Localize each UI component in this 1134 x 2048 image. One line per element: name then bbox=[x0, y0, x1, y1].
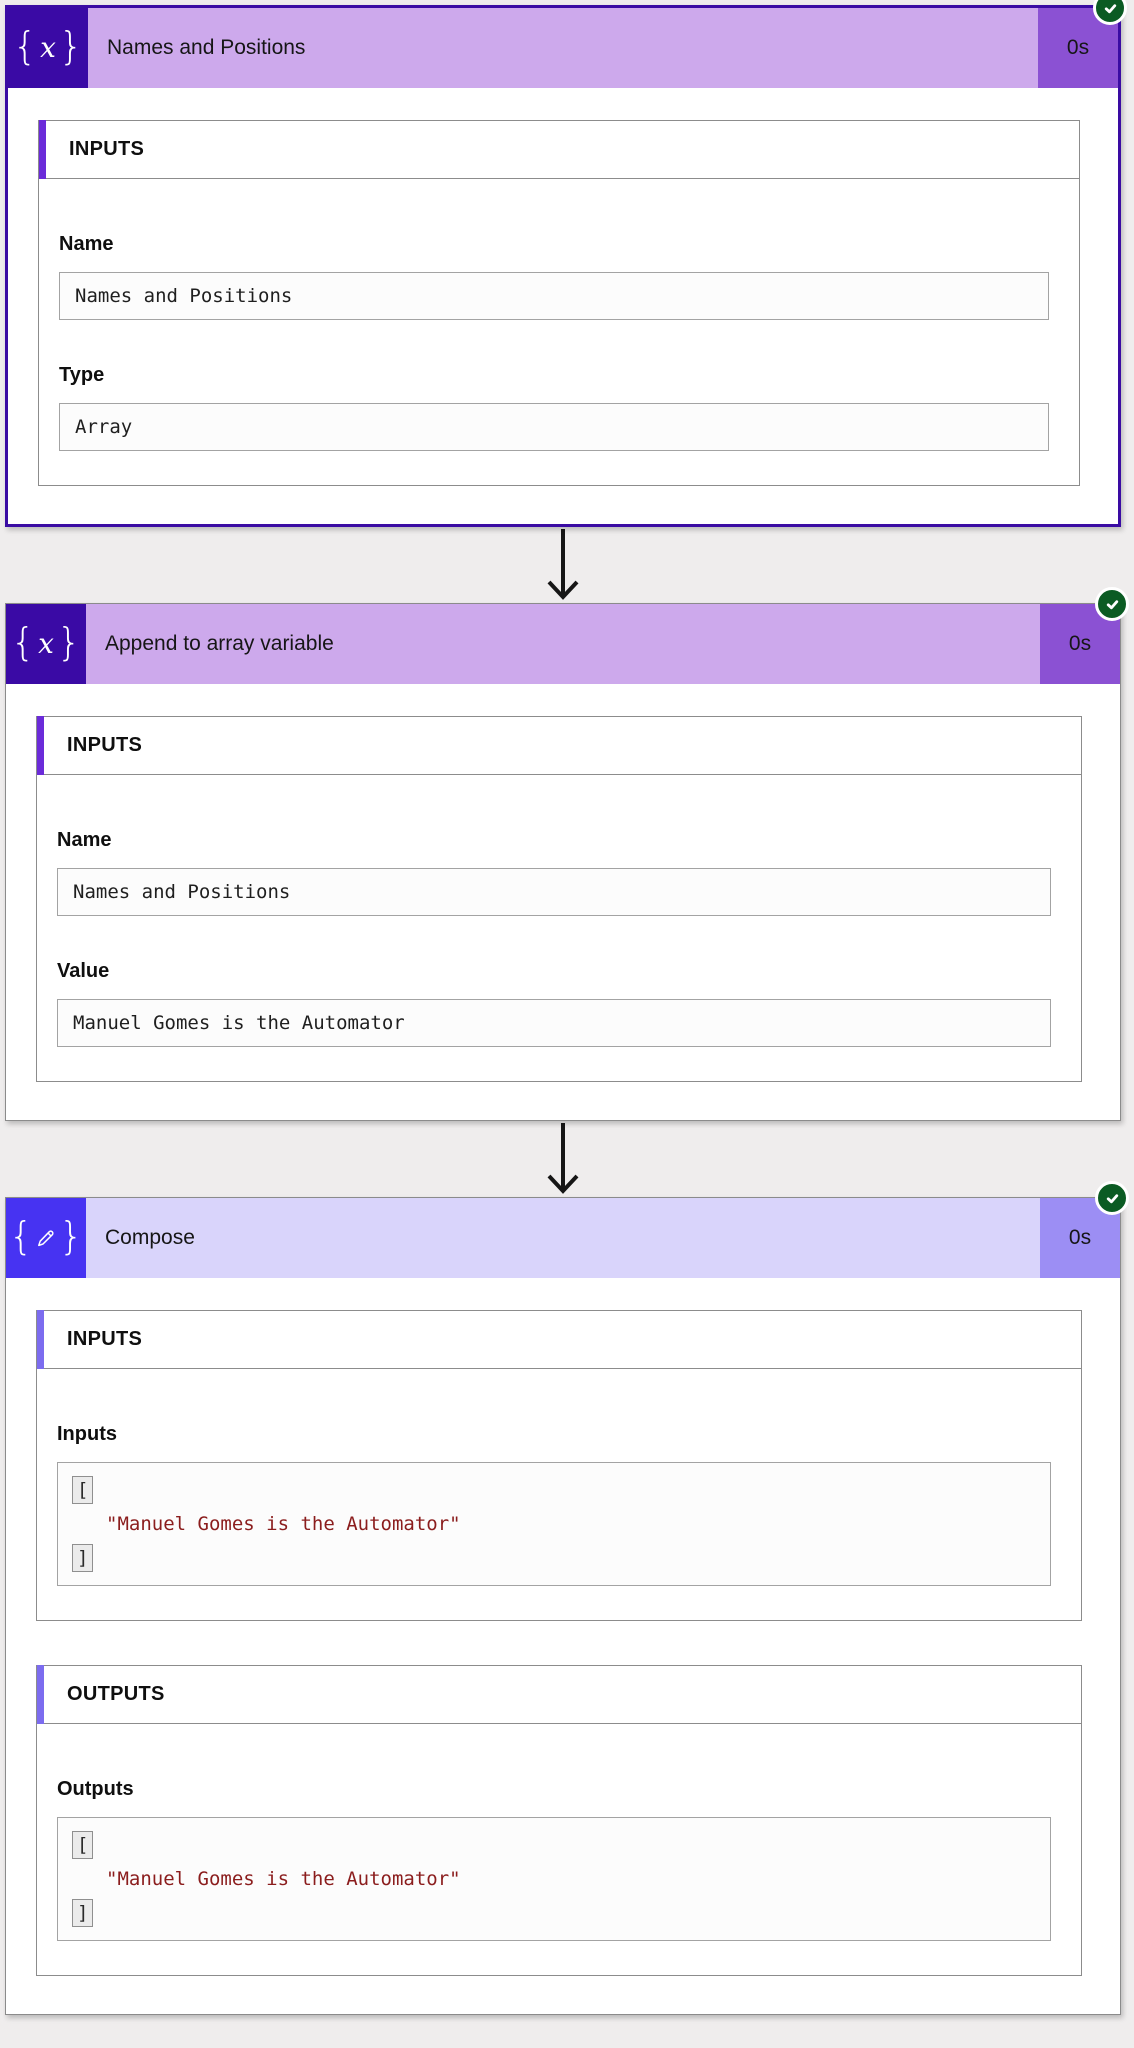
card-title: Names and Positions bbox=[88, 8, 1038, 88]
success-check-icon bbox=[1093, 0, 1127, 25]
connector-arrow-icon bbox=[547, 529, 579, 600]
variable-x-glyph: x bbox=[40, 31, 56, 64]
card-header[interactable]: { x } Append to array variable 0s bbox=[6, 604, 1120, 684]
field-label: Inputs bbox=[57, 1423, 117, 1445]
field-inputs: Inputs [ "Manuel Gomes is the Automator"… bbox=[57, 1423, 1051, 1586]
variable-x-glyph: x bbox=[38, 627, 54, 660]
card-body: INPUTS Name Names and Positions Type Arr… bbox=[8, 88, 1118, 524]
action-card-names-and-positions: { x } Names and Positions 0s INPUTS Name… bbox=[5, 0, 1127, 527]
connector-arrow-icon bbox=[547, 1123, 579, 1194]
action-card-compose: { } Compose 0s INPUTS Inputs [ bbox=[5, 1181, 1129, 2015]
connector bbox=[5, 527, 1121, 603]
json-viewer: [ "Manuel Gomes is the Automator" ] bbox=[57, 1462, 1051, 1586]
check-glyph bbox=[1106, 1193, 1118, 1203]
outputs-section: OUTPUTS Outputs [ "Manuel Gomes is the A… bbox=[36, 1665, 1082, 1976]
field-label: Name bbox=[59, 233, 114, 255]
field-name: Name Names and Positions bbox=[57, 829, 1051, 916]
card-title: Append to array variable bbox=[86, 604, 1040, 684]
pencil-icon bbox=[38, 1230, 54, 1247]
variable-braces-x-icon: { x } bbox=[6, 604, 86, 684]
brace-close: } bbox=[59, 1214, 84, 1258]
field-type: Type Array bbox=[59, 364, 1049, 451]
card-header[interactable]: { x } Names and Positions 0s bbox=[8, 8, 1118, 88]
check-glyph bbox=[1104, 3, 1116, 13]
card-header[interactable]: { } Compose 0s bbox=[6, 1198, 1120, 1278]
inputs-section: INPUTS Inputs [ "Manuel Gomes is the Aut… bbox=[36, 1310, 1082, 1621]
field-label: Outputs bbox=[57, 1778, 134, 1800]
field-value-row: Value Manuel Gomes is the Automator bbox=[57, 960, 1051, 1047]
field-value: Names and Positions bbox=[59, 272, 1049, 320]
field-name: Name Names and Positions bbox=[59, 233, 1049, 320]
brace-close: } bbox=[56, 620, 82, 664]
json-collapse-toggle-close[interactable]: ] bbox=[72, 1899, 94, 1927]
brace-open: { bbox=[12, 24, 38, 68]
json-string-value: "Manuel Gomes is the Automator" bbox=[106, 1513, 461, 1535]
json-viewer: [ "Manuel Gomes is the Automator" ] bbox=[57, 1817, 1051, 1941]
field-value: Names and Positions bbox=[57, 868, 1051, 916]
field-outputs: Outputs [ "Manuel Gomes is the Automator… bbox=[57, 1778, 1051, 1941]
success-check-icon bbox=[1095, 587, 1129, 621]
variable-braces-x-icon: { x } bbox=[8, 8, 88, 88]
card-body: INPUTS Inputs [ "Manuel Gomes is the Aut… bbox=[6, 1278, 1120, 2014]
inputs-section-heading: INPUTS bbox=[37, 1310, 1081, 1369]
field-value: Array bbox=[59, 403, 1049, 451]
inputs-section: INPUTS Name Names and Positions Value Ma… bbox=[36, 716, 1082, 1082]
connector bbox=[5, 1121, 1121, 1197]
field-value: Manuel Gomes is the Automator bbox=[57, 999, 1051, 1047]
card-title: Compose bbox=[86, 1198, 1040, 1278]
inputs-section-heading: INPUTS bbox=[37, 716, 1081, 775]
field-label: Value bbox=[57, 960, 110, 982]
check-glyph bbox=[1106, 599, 1118, 609]
json-collapse-toggle-close[interactable]: ] bbox=[72, 1544, 94, 1572]
brace-open: { bbox=[10, 620, 36, 664]
field-label: Name bbox=[57, 829, 112, 851]
field-label: Type bbox=[59, 364, 105, 386]
brace-close: } bbox=[58, 24, 84, 68]
action-card-append-to-array-variable: { x } Append to array variable 0s INPUTS… bbox=[5, 587, 1129, 1121]
json-string-value: "Manuel Gomes is the Automator" bbox=[106, 1868, 461, 1890]
json-collapse-toggle-open[interactable]: [ bbox=[72, 1831, 94, 1859]
inputs-section: INPUTS Name Names and Positions Type Arr… bbox=[38, 120, 1080, 486]
json-collapse-toggle-open[interactable]: [ bbox=[72, 1476, 94, 1504]
inputs-section-heading: INPUTS bbox=[39, 120, 1079, 179]
outputs-section-heading: OUTPUTS bbox=[37, 1665, 1081, 1724]
compose-pencil-braces-icon: { } bbox=[6, 1198, 86, 1278]
brace-open: { bbox=[8, 1214, 33, 1258]
card-body: INPUTS Name Names and Positions Value Ma… bbox=[6, 684, 1120, 1120]
success-check-icon bbox=[1095, 1181, 1129, 1215]
